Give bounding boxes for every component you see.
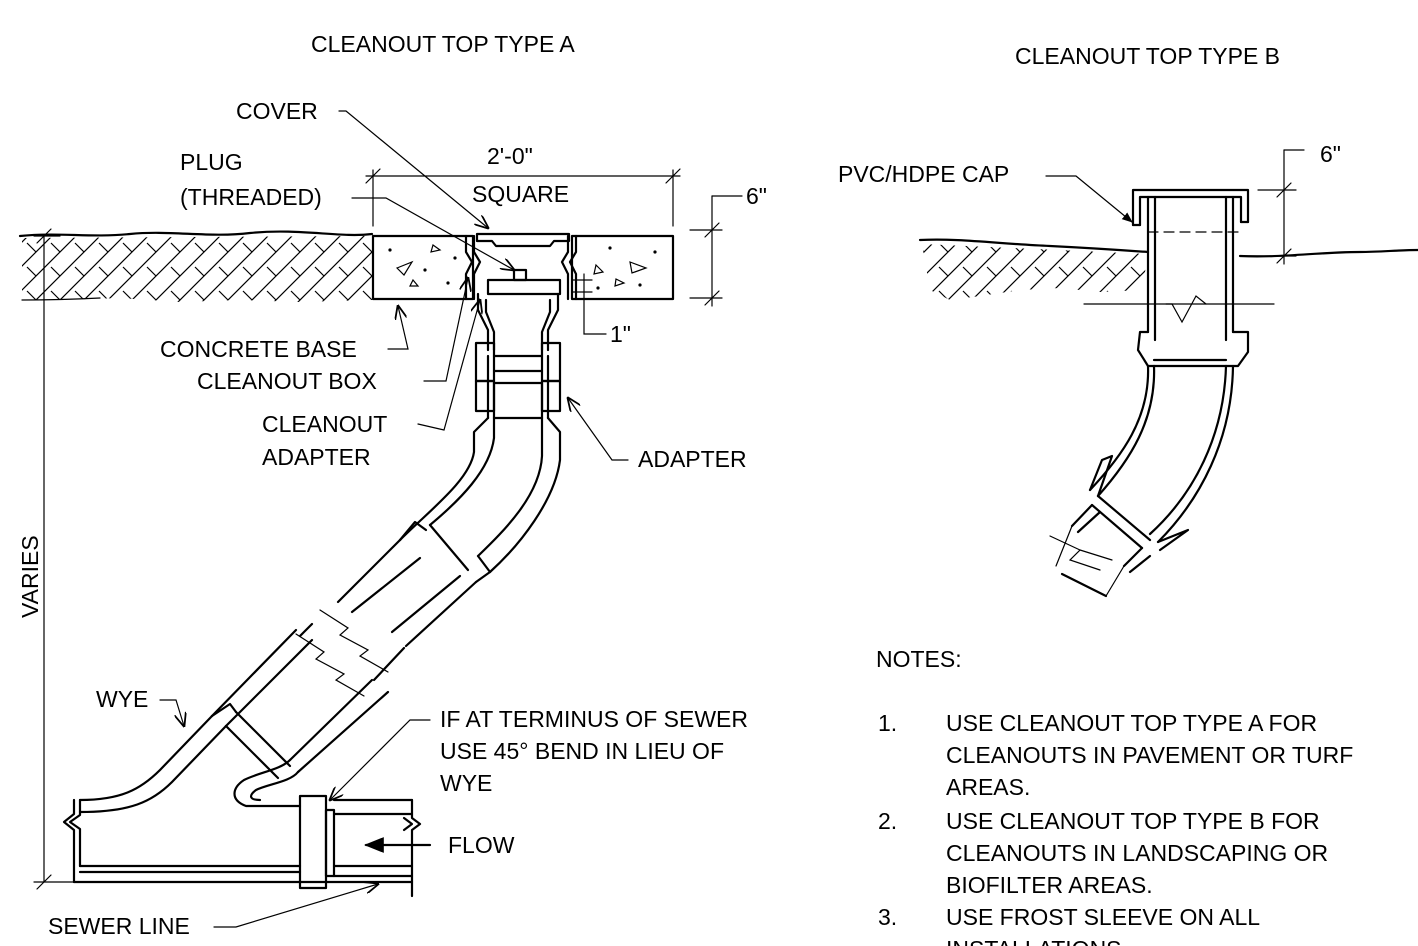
note-2-line-2: CLEANOUTS IN LANDSCAPING OR <box>946 840 1328 866</box>
label-plug-2: (THREADED) <box>180 184 322 210</box>
label-wye: WYE <box>96 686 148 712</box>
notes: NOTES: 1. USE CLEANOUT TOP TYPE A FOR CL… <box>876 646 1353 946</box>
type-b-cap-and-pipe <box>1049 188 1275 598</box>
label-plug-1: PLUG <box>180 149 243 175</box>
label-flow: FLOW <box>448 832 515 858</box>
type-a-riser-pipe <box>78 292 562 814</box>
type-a-callouts: COVER PLUG (THREADED) CONCRETE BASE CLEA… <box>48 98 748 939</box>
label-cleanout-box: CLEANOUT BOX <box>197 368 377 394</box>
dim-cap-height: 6" <box>1320 141 1341 167</box>
label-sewer-line: SEWER LINE <box>48 913 190 939</box>
label-cleanout-adapter-2: ADAPTER <box>262 444 371 470</box>
note-1-line-3: AREAS. <box>946 774 1030 800</box>
dim-gap: 1" <box>610 321 631 347</box>
type-a-ground <box>18 230 374 302</box>
type-b-callouts: PVC/HDPE CAP <box>838 161 1133 223</box>
label-cover: COVER <box>236 98 318 124</box>
label-pvc-cap: PVC/HDPE CAP <box>838 161 1009 187</box>
label-terminus-3: WYE <box>440 770 492 796</box>
cleanout-box <box>464 232 578 301</box>
note-1-number: 1. <box>878 710 897 736</box>
label-adapter: ADAPTER <box>638 446 747 472</box>
label-cleanout-adapter-1: CLEANOUT <box>262 411 387 437</box>
note-3-line-2: INSTALLATIONS. <box>946 936 1128 946</box>
title-type-a: CLEANOUT TOP TYPE A <box>311 31 575 57</box>
dim-varies: VARIES <box>17 535 43 618</box>
sewer-main <box>62 794 422 898</box>
dim-square: SQUARE <box>472 181 569 207</box>
title-type-b: CLEANOUT TOP TYPE B <box>1015 43 1280 69</box>
type-a-dimensions: 2'-0" SQUARE 6" 1" VARIES <box>17 143 767 890</box>
label-terminus-1: IF AT TERMINUS OF SEWER <box>440 706 748 732</box>
note-3-number: 3. <box>878 904 897 930</box>
note-2-number: 2. <box>878 808 897 834</box>
dim-width: 2'-0" <box>487 143 533 169</box>
note-3-line-1: USE FROST SLEEVE ON ALL <box>946 904 1260 930</box>
note-2-line-3: BIOFILTER AREAS. <box>946 872 1153 898</box>
note-2-line-1: USE CLEANOUT TOP TYPE B FOR <box>946 808 1320 834</box>
note-1-line-2: CLEANOUTS IN PAVEMENT OR TURF <box>946 742 1353 768</box>
note-1-line-1: USE CLEANOUT TOP TYPE A FOR <box>946 710 1317 736</box>
notes-heading: NOTES: <box>876 646 962 672</box>
label-terminus-2: USE 45° BEND IN LIEU OF <box>440 738 724 764</box>
label-concrete-base: CONCRETE BASE <box>160 336 357 362</box>
type-b-ground <box>918 238 1418 300</box>
dim-depth: 6" <box>746 183 767 209</box>
type-b-dimensions: 6" <box>1241 141 1341 265</box>
concrete-base <box>371 234 675 301</box>
